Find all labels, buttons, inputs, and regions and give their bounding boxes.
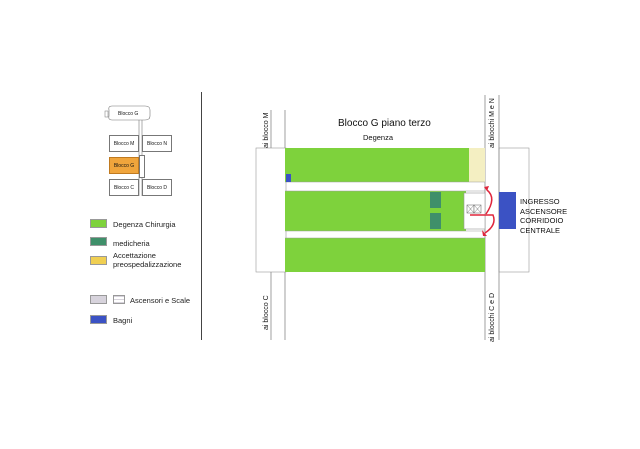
legend-swatch-bagni [90,315,107,324]
ward-top [285,148,469,182]
direction-label-to-m: ai blocco M [263,112,270,148]
minimap-label-blocco-g-small: Blocco G [113,162,135,169]
medicheria-2 [430,213,441,229]
direction-label-to-mn: ai blocchi M e N [489,98,496,148]
minimap-block-m: Blocco M [109,135,139,152]
minimap-label-blocco-m: Blocco M [113,140,135,147]
entrance-label: INGRESSO ASCENSORE CORRIDOIO CENTRALE [520,197,567,235]
minimap-label-blocco-c: Blocco C [113,184,134,191]
legend-swatch-accettazione [90,256,107,265]
minimap-block-d: Blocco D [142,179,172,196]
ward-bottom [285,238,485,272]
entrance-line-4: CENTRALE [520,225,561,235]
legend-label-degenza: Degenza Chirurgia [113,220,176,229]
arrow-to-top-path [485,189,493,215]
arrow-head-up-icon [484,186,489,191]
entrance-line-3: CORRIDOIO [520,216,564,225]
accettazione-area [469,148,485,182]
minimap-block-g-outline [139,155,145,178]
minimap-label-blocco-d: Blocco D [146,184,167,191]
legend-swatch-scale-icon [113,295,125,304]
floor-subtitle: Degenza [363,133,394,142]
minimap-label-blocco-n: Blocco N [146,140,167,147]
minimap-block-g-highlighted: Blocco G [109,157,139,174]
west-wing-outline [255,147,287,273]
floor-title: Blocco G piano terzo [338,118,431,129]
legend-swatch-degenza [90,219,107,228]
legend-label-accettazione: Accettazione preospedalizzazione [113,251,182,269]
legend: Degenza Chirurgia medicheria Accettazion… [90,215,200,330]
minimap: Blocco G Blocco M Blocco N Blocco G Bloc… [100,100,190,200]
legend-label-ascensori: Ascensori e Scale [130,296,191,305]
direction-label-to-c: ai blocco C [263,295,270,330]
bagno-small [286,174,291,182]
minimap-label-blocco-g: Blocco G [118,111,139,117]
entrance-line-1: INGRESSO [520,197,560,206]
arrow-to-bottom-path [470,214,495,234]
ingresso-ascensore-block [499,192,516,229]
legend-swatch-medicheria [90,237,107,246]
medicheria-1 [430,192,441,208]
direction-label-to-cd: ai blocchi C e D [489,292,496,342]
entrance-line-2: ASCENSORE [520,206,568,216]
legend-label-bagni: Bagni [113,316,133,325]
minimap-block-n: Blocco N [142,135,172,152]
minimap-block-c: Blocco C [109,179,139,196]
divider-line [201,92,202,340]
legend-swatch-ascensori [90,295,107,304]
legend-label-medicheria: medicheria [113,239,150,248]
arrow-head-down-icon [482,230,487,236]
